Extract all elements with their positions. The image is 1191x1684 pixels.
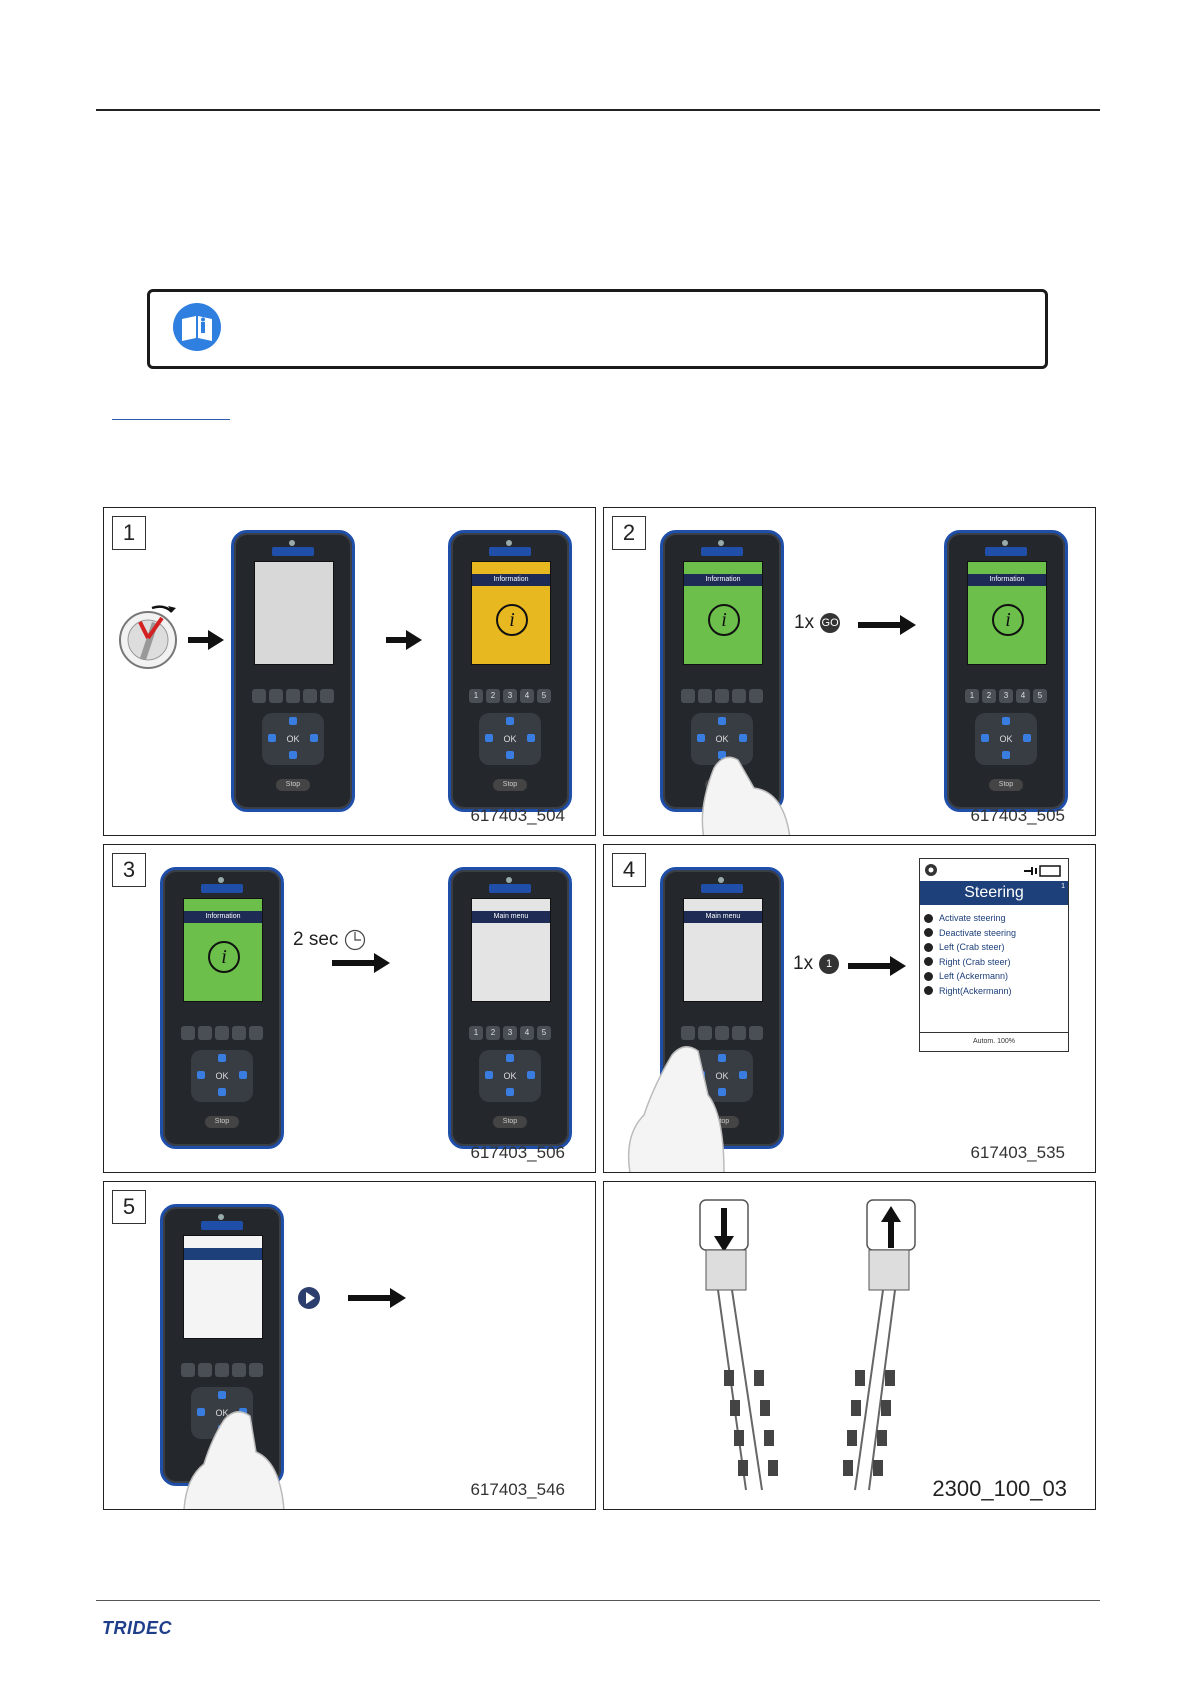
handheld-device: Information i OK Stop [660, 530, 784, 812]
figure-ref: 617403_504 [470, 806, 565, 825]
handheld-device: OK Stop [231, 530, 355, 812]
figure-ref: 617403_546 [470, 1480, 565, 1499]
step-number: 1 [112, 516, 146, 550]
pressing-hand-icon [183, 1411, 285, 1509]
step-panel-3: 3 Information i OK Stop 2 sec Main menu … [103, 844, 596, 1173]
ignition-key-icon [119, 605, 177, 669]
arrow-right-icon [332, 953, 390, 973]
stop-key[interactable]: Stop [276, 779, 310, 791]
steering-item[interactable]: Deactivate steering [924, 926, 1016, 941]
step-instruction: 2 sec [293, 929, 366, 951]
go-button-icon: GO [820, 613, 841, 633]
step-number: 2 [612, 516, 646, 550]
step-number: 4 [612, 853, 646, 887]
info-book-icon [173, 303, 221, 351]
step-number: 5 [112, 1190, 146, 1224]
steering-menu-screen: Steering 1 Activate steering Deactivate … [919, 858, 1069, 1052]
screen-title: Information [472, 574, 550, 586]
crane-truck-reverse-illustration [843, 1199, 916, 1491]
page-number: 1 [1061, 883, 1065, 890]
handheld-device: Information i OK Stop [160, 867, 284, 1149]
step-panel-5: 5 OK Stop 617403_546 [103, 1181, 596, 1510]
steering-title: Steering [920, 881, 1068, 905]
figure-ref: 617403_506 [470, 1143, 565, 1162]
link-underline[interactable] [112, 419, 230, 420]
pressing-hand-icon [627, 1046, 725, 1172]
arrow-right-icon [348, 1288, 406, 1308]
settings-icon [925, 864, 937, 876]
figure-ref: 617403_535 [970, 1143, 1065, 1162]
arrow-right-icon [848, 956, 906, 976]
key-1-icon: 1 [819, 954, 840, 974]
steering-item[interactable]: Right(Ackermann) [924, 984, 1016, 999]
footer-rule [96, 1600, 1100, 1601]
info-icon: i [496, 604, 528, 636]
steering-item[interactable]: Right (Crab steer) [924, 955, 1016, 970]
brand-logo: TRIDEC [102, 1618, 172, 1638]
arrow-right-icon [386, 630, 422, 650]
figure-ref: 617403_505 [970, 806, 1065, 825]
steering-item-list: Activate steering Deactivate steering Le… [924, 911, 1016, 998]
steering-footer: Autom. 100% [920, 1032, 1068, 1051]
battery-icon [1024, 865, 1061, 877]
crane-truck-forward-illustration [699, 1199, 778, 1491]
brand-logo [272, 547, 314, 556]
header-rule [96, 109, 1100, 111]
arrow-right-icon [858, 615, 916, 635]
clock-icon [345, 929, 366, 951]
play-right-icon [298, 1287, 320, 1309]
note-box [147, 289, 1048, 369]
steering-item[interactable]: Left (Ackermann) [924, 969, 1016, 984]
ok-key[interactable]: OK [286, 734, 300, 744]
steering-item[interactable]: Activate steering [924, 911, 1016, 926]
figure-ref: 2300_100_03 [932, 1476, 1067, 1501]
vehicle-panel: 2300_100_03 [603, 1181, 1096, 1510]
pressing-hand-icon [701, 756, 791, 835]
steering-item[interactable]: Left (Crab steer) [924, 940, 1016, 955]
arrow-right-icon [188, 630, 224, 650]
step-number: 3 [112, 853, 146, 887]
